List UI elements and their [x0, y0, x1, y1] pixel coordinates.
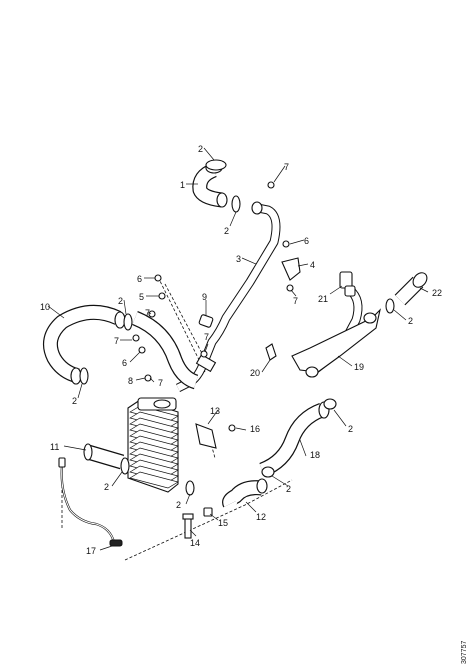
callout-7: 7	[293, 296, 298, 306]
callout-2: 2	[104, 482, 109, 492]
callout-8: 8	[128, 376, 133, 386]
callout-2: 2	[72, 396, 77, 406]
part-12-elbow	[222, 478, 268, 508]
callout-16: 16	[250, 424, 260, 434]
callout-2: 2	[118, 296, 123, 306]
callout-2: 2	[224, 226, 229, 236]
callout-2: 2	[408, 316, 413, 326]
part-13-bracket	[195, 423, 217, 449]
part-9-sleeve	[198, 314, 214, 328]
part-19-pipe	[291, 286, 381, 378]
callout-2: 2	[176, 500, 181, 510]
part-10-large-hose	[42, 304, 199, 390]
callout-20: 20	[250, 368, 260, 378]
callout-7: 7	[114, 336, 119, 346]
callout-17: 17	[86, 546, 96, 556]
callout-15: 15	[218, 518, 228, 528]
callout-7: 7	[145, 308, 150, 318]
leader-lines	[47, 147, 429, 551]
oil-cooler-heat-exchanger	[127, 397, 179, 493]
callout-22: 22	[432, 288, 442, 298]
callout-7: 7	[284, 162, 289, 172]
cooler-plate	[129, 471, 179, 489]
callout-2: 2	[286, 484, 291, 494]
callout-13: 13	[210, 406, 220, 416]
part-11-hose	[83, 443, 125, 470]
part-20-bolt	[265, 343, 277, 361]
part-4-bracket	[281, 257, 301, 281]
callout-12: 12	[256, 512, 266, 522]
callout-7: 7	[158, 378, 163, 388]
callout-21: 21	[318, 294, 328, 304]
callout-6: 6	[122, 358, 127, 368]
callout-14: 14	[190, 538, 200, 548]
hose-clamps	[79, 159, 395, 496]
callout-18: 18	[310, 450, 320, 460]
callout-11: 11	[50, 442, 59, 452]
callout-3: 3	[236, 254, 241, 264]
callout-4: 4	[310, 260, 315, 270]
part-17-sensor-wire	[58, 457, 123, 547]
callout-labels: 1 2 2 7 3 6 4 7 6 5 7 2 10 7 6 8 7 9 7 2…	[40, 144, 442, 556]
part-21-fitting	[339, 271, 356, 297]
fasteners	[132, 181, 294, 432]
callout-1: 1	[180, 180, 185, 190]
callout-6: 6	[304, 236, 309, 246]
callout-6: 6	[137, 274, 142, 284]
callout-10: 10	[40, 302, 50, 312]
callout-7: 7	[204, 332, 209, 342]
callout-19: 19	[354, 362, 364, 372]
callout-2: 2	[198, 144, 203, 154]
part-22-hose	[394, 272, 428, 306]
part-14-bolt	[182, 513, 194, 539]
document-number: 307757	[461, 641, 468, 664]
callout-5: 5	[139, 292, 144, 302]
callout-2: 2	[348, 424, 353, 434]
callout-9: 9	[202, 292, 207, 302]
